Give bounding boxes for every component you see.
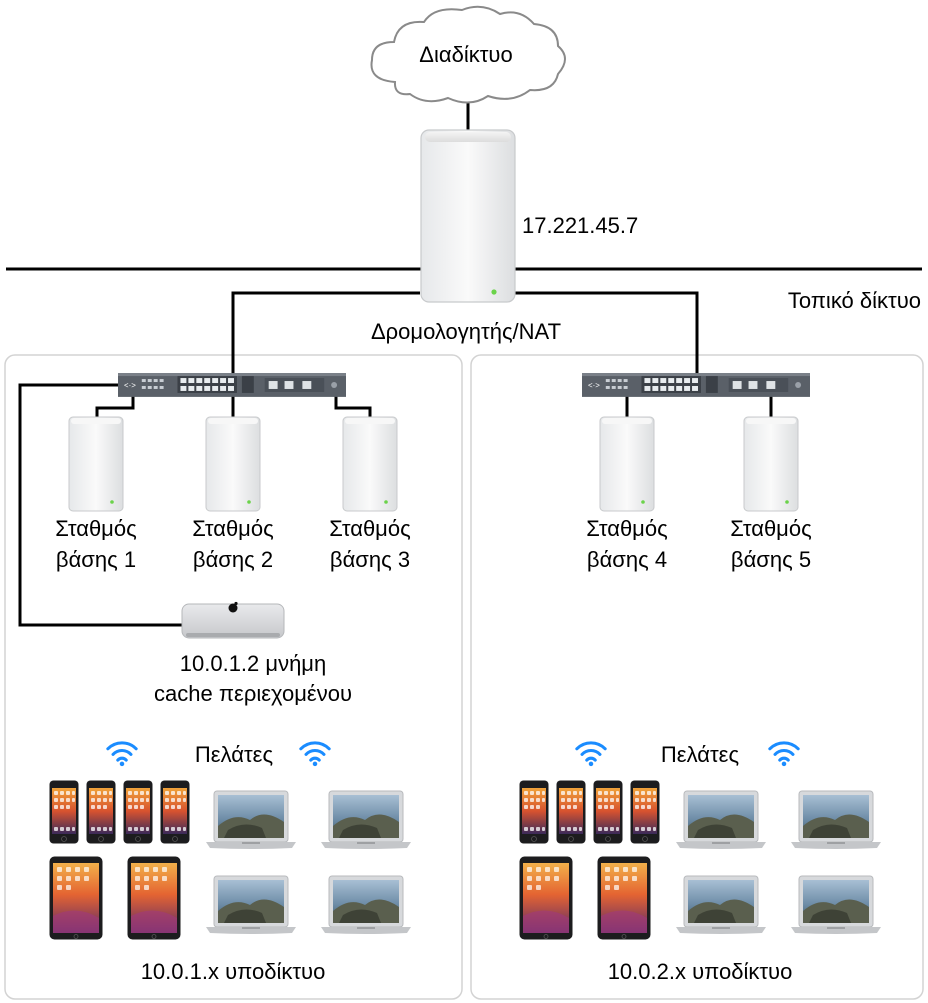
station-3-line1: Σταθμός [329,516,410,541]
station-5-line1: Σταθμός [730,516,811,541]
ipad-icon [597,856,651,940]
macbook-icon [676,790,766,850]
connection-lines [6,100,922,627]
internet-cloud: Διαδίκτυο [370,5,566,104]
macbook-icon [321,875,411,935]
macbook-icon [206,875,296,935]
station-1-line2: βάσης 1 [56,547,136,572]
iphone-icon [519,780,549,844]
router-icon [420,129,516,303]
switch-icon [118,373,346,397]
base-station-icon [599,416,655,512]
ipad-icon [49,856,103,940]
base-station-icon [68,416,124,512]
iphone-icon [630,780,660,844]
switch-icon [582,373,810,397]
clients-label-2: Πελάτες [661,742,739,767]
iphone-icon [556,780,586,844]
macbook-icon [206,790,296,850]
station-5-line2: βάσης 5 [731,547,811,572]
macbook-icon [791,790,881,850]
macbook-icon [791,875,881,935]
router-label: Δρομολογητής/NAT [371,319,561,344]
ipad-icon [519,856,573,940]
base-station-icon [205,416,261,512]
iphone-icon [86,780,116,844]
router-ip: 17.221.45.7 [522,213,638,238]
station-3-line2: βάσης 3 [330,547,410,572]
base-station-icon [743,416,799,512]
subnet2-label: 10.0.2.x υποδίκτυο [608,959,793,984]
internet-label: Διαδίκτυο [419,42,512,67]
iphone-icon [593,780,623,844]
base-station-icon [342,416,398,512]
station-2-line2: βάσης 2 [193,547,273,572]
station-1-line1: Σταθμός [55,516,136,541]
station-4-line1: Σταθμός [586,516,667,541]
iphone-icon [123,780,153,844]
iphone-icon [49,780,79,844]
macbook-icon [321,790,411,850]
ipad-icon [127,856,181,940]
station-4-line2: βάσης 4 [587,547,667,572]
cache-line1: 10.0.1.2 μνήμη [180,651,326,676]
mac-mini-icon [181,601,285,639]
station-2-line1: Σταθμός [192,516,273,541]
iphone-icon [160,780,190,844]
local-network-label: Τοπικό δίκτυο [788,288,921,313]
cache-line2: cache περιεχομένου [154,681,352,706]
clients-label-1: Πελάτες [195,742,273,767]
subnet1-label: 10.0.1.x υποδίκτυο [141,959,326,984]
cloud-icon [370,5,566,104]
macbook-icon [676,875,766,935]
